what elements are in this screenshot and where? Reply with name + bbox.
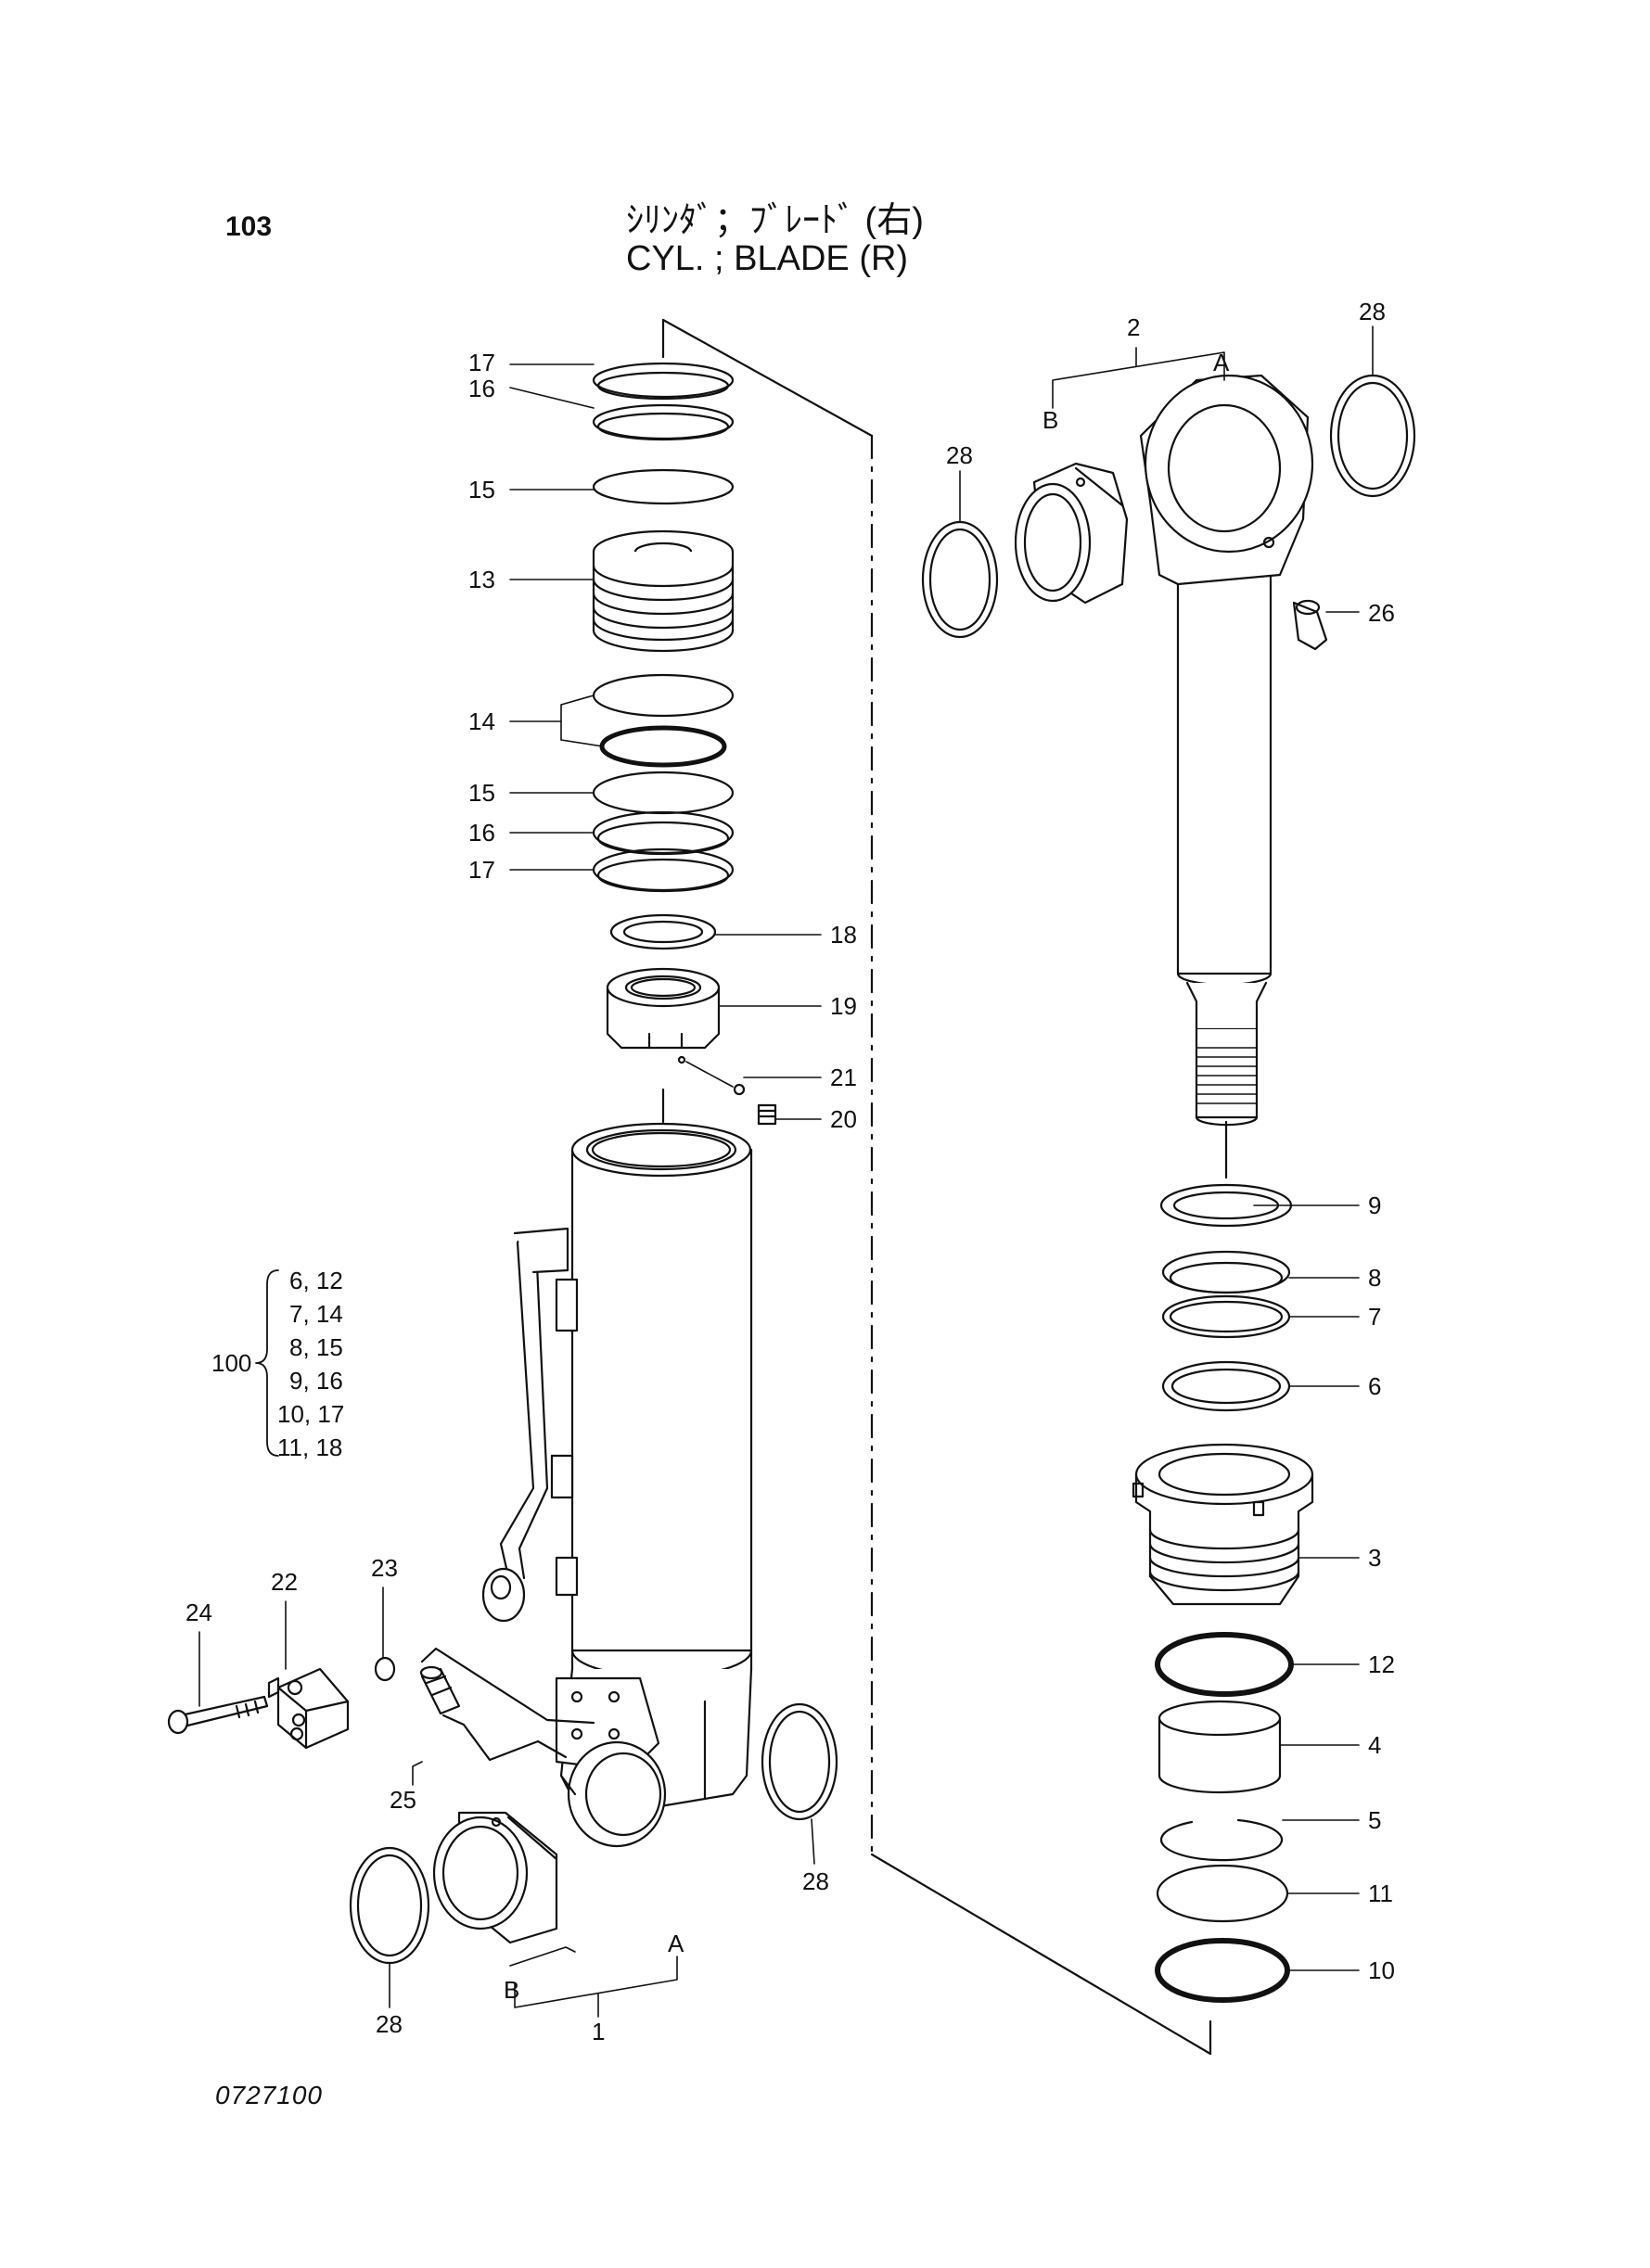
callout-1: 1 <box>592 2018 605 2045</box>
callout-28: 28 <box>376 2010 403 2038</box>
seal-28-right-tube <box>761 1702 838 1821</box>
drawing-number: 0727100 <box>215 2081 324 2109</box>
callout-4: 4 <box>1368 1731 1381 1759</box>
kit-number: 100 <box>211 1349 251 1377</box>
bushing-4 <box>1158 1700 1282 1794</box>
callout-3: 3 <box>1368 1544 1381 1572</box>
callout-22: 22 <box>271 1568 298 1596</box>
kit-brace <box>255 1269 279 1457</box>
ring-17-top <box>592 362 735 401</box>
seal-28-right-left <box>921 520 999 639</box>
ball-21 <box>733 1083 746 1096</box>
assembly-boundary-lines <box>661 318 1212 2056</box>
ring-6 <box>1161 1360 1291 1412</box>
callout-14: 14 <box>468 707 495 735</box>
callout-2: 2 <box>1127 313 1140 341</box>
set-screw-20 <box>757 1103 777 1126</box>
title-english: CYL. ; BLADE (R) <box>626 239 909 278</box>
callout-28: 28 <box>802 1867 829 1895</box>
seal-14 <box>592 673 735 768</box>
ring-7 <box>1161 1294 1291 1339</box>
seal-28-left-bottom <box>349 1846 430 1965</box>
kit-item: 7, 14 <box>289 1300 343 1328</box>
callout-labels: 17 16 15 13 14 15 16 17 18 19 21 20 23 2… <box>185 298 1395 2045</box>
ring-16-top <box>592 403 735 441</box>
callout-7: 7 <box>1368 1303 1381 1331</box>
kit-item: 11, 18 <box>277 1433 342 1461</box>
washer-18 <box>609 913 717 950</box>
callout-6: 6 <box>1368 1372 1381 1400</box>
callout-B: B <box>1042 406 1058 434</box>
leader-lines <box>198 325 1374 2018</box>
callout-8: 8 <box>1368 1264 1381 1292</box>
page-number: 103 <box>225 211 273 242</box>
rod-cover-3 <box>1132 1443 1314 1606</box>
bushing-B-left <box>432 1811 558 1944</box>
callout-28: 28 <box>1359 298 1386 325</box>
kit-item: 9, 16 <box>289 1367 343 1395</box>
callout-21: 21 <box>830 1064 857 1091</box>
callout-19: 19 <box>830 992 857 1020</box>
ring-17-bottom <box>592 847 735 893</box>
ring-10 <box>1155 1938 1290 2003</box>
callout-15: 15 <box>468 476 495 503</box>
callout-15: 15 <box>468 779 495 807</box>
piston-13 <box>592 529 735 653</box>
callout-9: 9 <box>1368 1191 1381 1219</box>
callout-24: 24 <box>185 1599 212 1626</box>
block-22 <box>267 1667 350 1750</box>
bolt-24 <box>167 1695 269 1735</box>
fitting-25 <box>419 1665 461 1715</box>
rod-2 <box>1139 374 1314 1127</box>
seal-28-right-top <box>1329 374 1416 498</box>
callout-A: A <box>668 1930 684 1957</box>
kit-item: 6, 12 <box>289 1267 343 1294</box>
nut-19 <box>606 967 721 1064</box>
callout-20: 20 <box>830 1105 857 1133</box>
callout-10: 10 <box>1368 1956 1395 1984</box>
ring-8 <box>1161 1250 1291 1294</box>
callout-11: 11 <box>1368 1879 1393 1907</box>
title-japanese: ｼﾘﾝﾀﾞ；ﾌﾞﾚｰﾄﾞ (右) <box>626 201 924 240</box>
ring-15-top <box>592 468 735 505</box>
ring-15-bottom <box>592 771 735 815</box>
ring-16-bottom <box>592 810 735 856</box>
kit-item: 8, 15 <box>289 1333 343 1361</box>
callout-16: 16 <box>468 375 495 402</box>
callout-17: 17 <box>468 349 495 376</box>
cylinder-tube-1 <box>481 1122 753 1848</box>
callout-17: 17 <box>468 856 495 884</box>
o-ring-23 <box>374 1656 396 1682</box>
callout-26: 26 <box>1368 599 1395 627</box>
snap-ring-5 <box>1159 1818 1284 1862</box>
callout-12: 12 <box>1368 1650 1395 1678</box>
callout-16: 16 <box>468 819 495 847</box>
grease-fitting-26 <box>1292 599 1328 651</box>
callout-23: 23 <box>371 1554 398 1582</box>
kit-item: 10, 17 <box>277 1400 344 1428</box>
bushing-B-right <box>1014 462 1129 605</box>
callout-5: 5 <box>1368 1806 1381 1834</box>
callout-25: 25 <box>390 1786 416 1814</box>
callout-A: A <box>1213 349 1230 376</box>
o-ring-12 <box>1155 1632 1294 1697</box>
callout-18: 18 <box>830 921 857 949</box>
callout-B: B <box>504 1976 519 2004</box>
callout-28: 28 <box>946 441 973 469</box>
callout-13: 13 <box>468 566 495 593</box>
ring-11 <box>1156 1864 1289 1923</box>
